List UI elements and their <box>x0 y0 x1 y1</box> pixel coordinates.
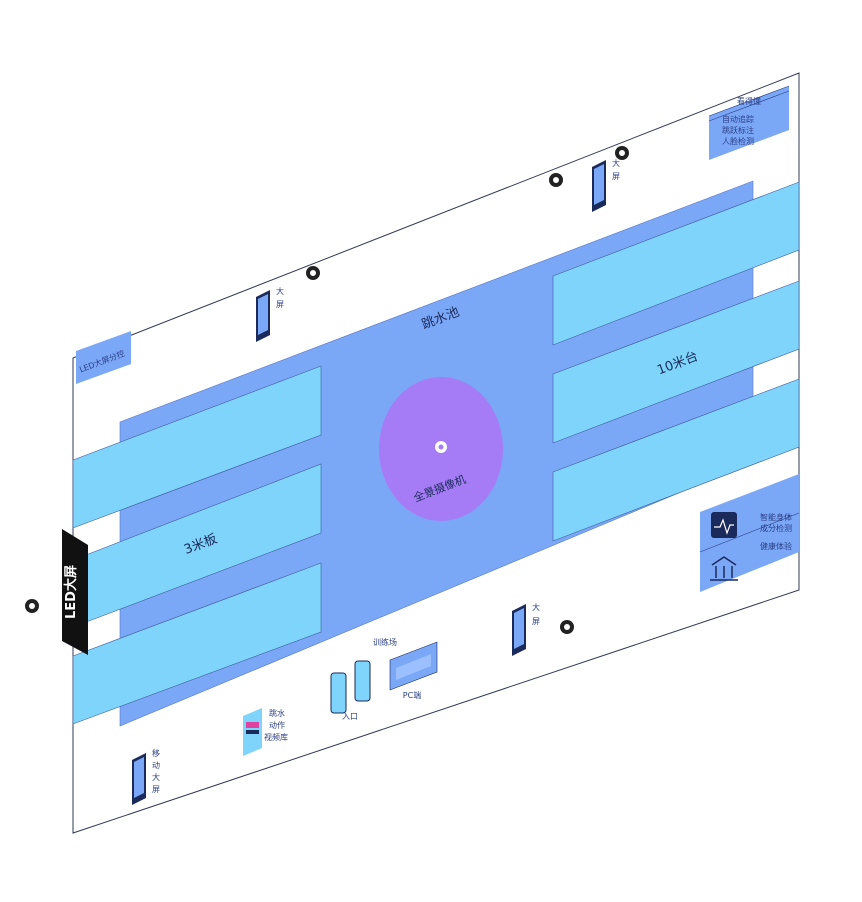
temple-icon <box>710 556 738 581</box>
camera-icon <box>306 266 320 280</box>
screen-bottom-left: 移 动 大 屏 <box>132 748 160 805</box>
smartphone-icon <box>354 660 371 702</box>
platform-10m-2 <box>552 280 800 444</box>
svg-text:大: 大 <box>612 158 620 168</box>
springboard-3m-1 <box>72 365 322 529</box>
svg-text:健康体验: 健康体验 <box>760 541 792 551</box>
screen-top-left: 大 屏 <box>256 286 284 342</box>
platform-10m-3 <box>552 378 800 542</box>
led-screen-label: LED大屏 <box>63 565 79 619</box>
svg-text:人脸检测: 人脸检测 <box>722 136 754 146</box>
phones[interactable] <box>330 660 371 714</box>
svg-text:跳跃标注: 跳跃标注 <box>722 125 754 135</box>
svg-text:成分检测: 成分检测 <box>760 523 792 533</box>
svg-text:动: 动 <box>152 760 160 770</box>
svg-text:跳水: 跳水 <box>269 708 285 718</box>
platform-10m-1 <box>552 181 800 346</box>
camera-icon <box>615 146 629 160</box>
body-scan-icon <box>711 512 737 538</box>
svg-text:动作: 动作 <box>269 720 285 730</box>
camera-icon <box>560 620 574 634</box>
led-control-box <box>76 331 131 384</box>
top-right-panel <box>709 86 789 160</box>
camera-icon <box>435 441 447 453</box>
springboard-3m-3 <box>72 562 322 725</box>
svg-text:移: 移 <box>152 748 160 758</box>
screen-top-right: 大 屏 <box>592 158 620 212</box>
pc-label: PC端 <box>403 690 421 700</box>
svg-text:大: 大 <box>152 772 160 782</box>
svg-text:屏: 屏 <box>152 785 160 794</box>
svg-text:屏: 屏 <box>276 300 284 309</box>
svg-text:大: 大 <box>276 286 284 296</box>
kiosk[interactable]: 跳水 动作 视频库 <box>243 708 288 756</box>
svg-text:大: 大 <box>532 602 540 612</box>
top-right-panel-title: 看得懂 <box>737 96 761 106</box>
svg-text:智能身体: 智能身体 <box>760 512 792 522</box>
camera-icon <box>25 599 39 613</box>
smartphone-icon <box>330 672 347 714</box>
svg-text:屏: 屏 <box>612 172 620 181</box>
phone-label: 入口 <box>342 712 358 721</box>
camera-icon <box>549 173 563 187</box>
svg-text:视频库: 视频库 <box>264 732 288 742</box>
svg-text:屏: 屏 <box>532 617 540 626</box>
bottom-right-panel <box>700 474 799 592</box>
screen-bottom-mid: 大 屏 <box>512 602 540 656</box>
svg-text:自动追踪: 自动追踪 <box>722 114 754 124</box>
led-screen[interactable] <box>62 529 88 655</box>
pc[interactable] <box>389 641 438 691</box>
training-label: 训练场 <box>373 637 397 647</box>
